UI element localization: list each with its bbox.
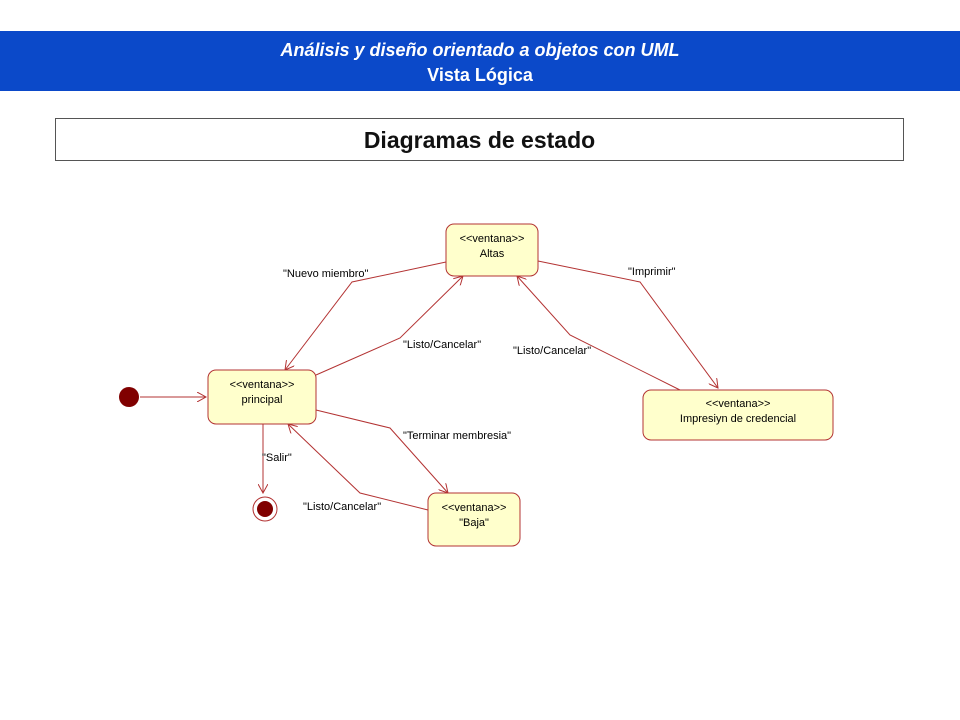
label-terminar-membresia: "Terminar membresia" xyxy=(403,430,511,442)
header-band: Análisis y diseño orientado a objetos co… xyxy=(0,31,960,91)
state-baja: <<ventana>> "Baja" xyxy=(427,492,521,547)
transition-listo-cancelar-baja xyxy=(288,424,429,511)
transition-imprimir xyxy=(537,260,718,388)
state-principal-name: principal xyxy=(242,394,283,406)
final-state xyxy=(252,496,278,522)
transition-listo-cancelar-altas xyxy=(315,276,463,376)
title-box: Diagramas de estado xyxy=(55,118,904,161)
transition-listo-cancelar-impresion xyxy=(517,276,681,391)
label-listo-cancelar-impresion: "Listo/Cancelar" xyxy=(513,345,591,357)
state-principal: <<ventana>> principal xyxy=(207,369,317,425)
label-listo-cancelar-baja: "Listo/Cancelar" xyxy=(303,501,381,513)
header-view: Vista Lógica xyxy=(427,65,533,85)
label-listo-cancelar-altas: "Listo/Cancelar" xyxy=(403,339,481,351)
page-title: Diagramas de estado xyxy=(363,127,596,153)
label-nuevo-miembro: "Nuevo miembro" xyxy=(283,268,369,280)
transition-terminar-membresia xyxy=(315,409,448,493)
header-subject: Análisis y diseño orientado a objetos co… xyxy=(280,40,680,60)
state-principal-stereotype: <<ventana>> xyxy=(230,379,295,391)
state-altas-name: Altas xyxy=(480,248,505,260)
initial-state xyxy=(119,387,139,407)
state-baja-name: "Baja" xyxy=(459,517,489,529)
state-altas-stereotype: <<ventana>> xyxy=(460,233,525,245)
state-altas: <<ventana>> Altas xyxy=(445,223,539,277)
state-impresion-stereotype: <<ventana>> xyxy=(706,398,771,410)
transition-nuevo-miembro xyxy=(285,261,447,370)
state-impresion-name: Impresiyn de credencial xyxy=(680,413,796,425)
state-impresion-credencial: <<ventana>> Impresiyn de credencial xyxy=(642,389,834,441)
state-baja-stereotype: <<ventana>> xyxy=(442,502,507,514)
label-imprimir: "Imprimir" xyxy=(628,266,676,278)
label-salir: "Salir" xyxy=(262,452,292,464)
